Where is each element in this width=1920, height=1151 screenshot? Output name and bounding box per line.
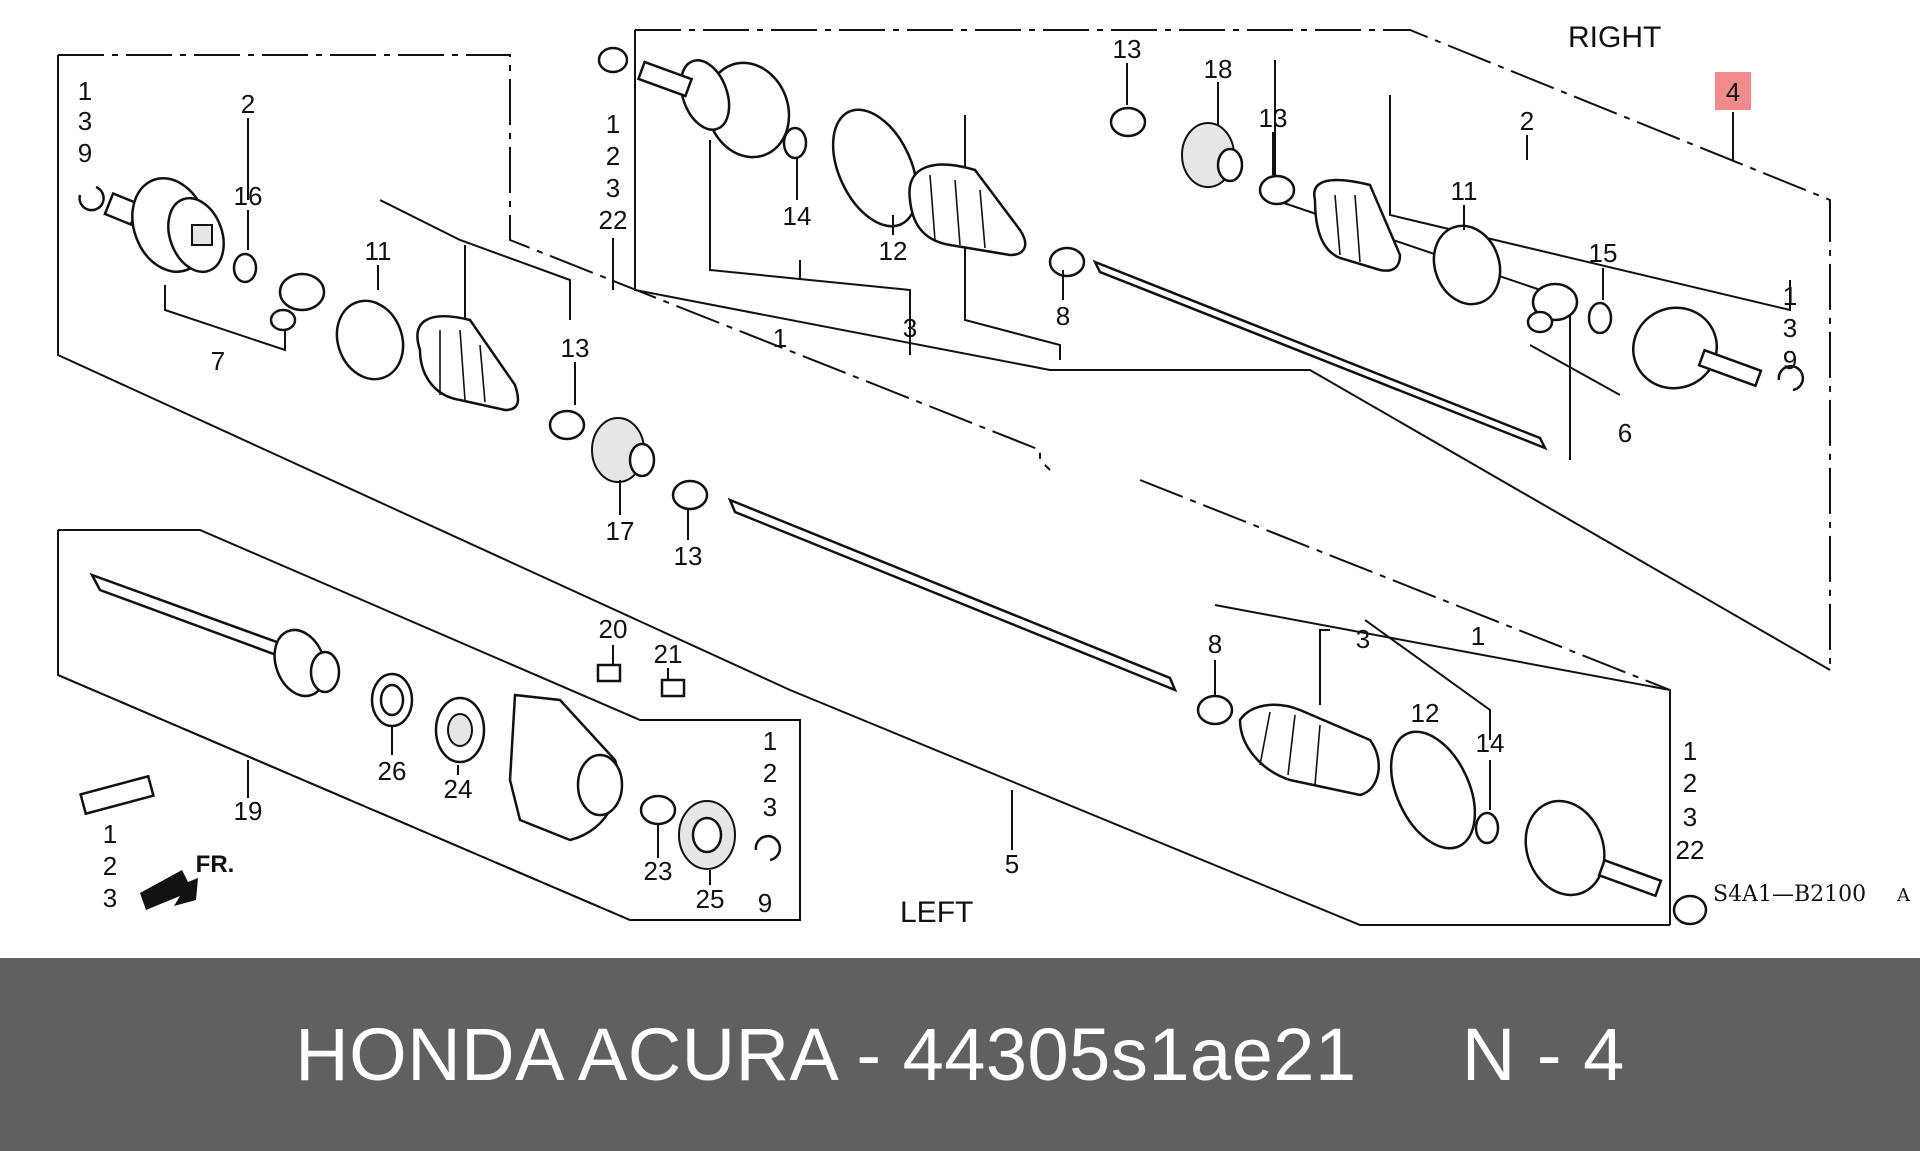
callout-left-13b: 13	[674, 541, 703, 571]
side-label-left: LEFT	[900, 896, 973, 929]
leader-lines	[247, 63, 1734, 885]
callout-top-stack-2: 2	[606, 141, 620, 171]
callout-left-17: 17	[606, 516, 635, 546]
callout-lower-12: 12	[1411, 698, 1440, 728]
shafts	[89, 259, 1548, 698]
clips-and-rings	[78, 106, 1805, 862]
callout-lower-stack-4: 22	[1676, 835, 1705, 865]
callout-bottom-24: 24	[444, 774, 473, 804]
callout-lower-14: 14	[1476, 728, 1505, 758]
callout-top-14: 14	[783, 201, 812, 231]
callout-bottom-21: 21	[654, 639, 683, 669]
callout-lower-stack-3: 3	[1683, 802, 1697, 832]
callout-left-2: 2	[241, 89, 255, 119]
dynamic-dampers	[591, 122, 1244, 483]
callout-top-stack-3: 3	[606, 173, 620, 203]
parts	[78, 46, 1805, 926]
callout-top-12: 12	[879, 236, 908, 266]
callout-bottom-23: 23	[644, 856, 673, 886]
callout-bottom-26: 26	[378, 756, 407, 786]
callout-top-3: 3	[903, 313, 917, 343]
callout-right-15: 15	[1589, 238, 1618, 268]
callout-lower-stack-1: 1	[1683, 736, 1697, 766]
callout-top-1: 1	[773, 323, 787, 353]
tripod-joints	[269, 272, 1579, 334]
side-label-right: RIGHT	[1568, 21, 1661, 54]
highlight-box	[1715, 72, 1751, 110]
callout-bottom-stack-3: 3	[763, 792, 777, 822]
boots	[416, 163, 1402, 797]
caption-bar: HONDA ACURA - 44305s1ae21 N - 4	[0, 958, 1920, 1151]
callout-lower-3: 3	[1356, 624, 1370, 654]
callout-right-13b: 13	[1259, 103, 1288, 133]
callout-bottom-19: 19	[234, 796, 263, 826]
left-outer-cv-joint	[103, 176, 225, 274]
callout-left-stack-1: 1	[78, 76, 92, 106]
callout-right-stack-2: 3	[1783, 313, 1797, 343]
part-caption: HONDA ACURA - 44305s1ae21 N - 4	[295, 1013, 1625, 1096]
boot-bands	[335, 108, 1502, 850]
callout-left-stack-2: 3	[78, 106, 92, 136]
callout-right-11: 11	[1451, 176, 1478, 206]
callout-left-13a: 13	[561, 333, 590, 363]
diagram-ref-suffix: A	[1896, 885, 1911, 906]
callout-lower-8: 8	[1208, 629, 1222, 659]
callout-right-4: 4	[1726, 77, 1740, 107]
callout-bottom-25: 25	[696, 884, 725, 914]
callout-left-7: 7	[211, 346, 225, 376]
callout-bottom-stack-1: 1	[763, 726, 777, 756]
callout-lower-stack-2: 2	[1683, 768, 1697, 798]
callout-top-stack-1: 1	[606, 109, 620, 139]
callout-right-13a: 13	[1113, 34, 1142, 64]
front-direction-mark: FR.	[196, 851, 235, 878]
callout-top-stack-4: 22	[599, 205, 628, 235]
assembly-frames	[57, 29, 1831, 926]
callout-labels: 1 3 9 2 16 7 11 13 17 13 1 2 3 22 14 12 …	[78, 34, 1797, 918]
callout-top-8: 8	[1056, 301, 1070, 331]
callout-lower-1: 1	[1471, 621, 1485, 651]
driveshaft-parts-diagram: 1 3 9 2 16 7 11 13 17 13 1 2 3 22 14 12 …	[57, 21, 1911, 929]
callout-right-18: 18	[1204, 54, 1233, 84]
callout-bottom-stack-4: 9	[758, 888, 772, 918]
callout-right-6: 6	[1618, 418, 1632, 448]
callout-grease-1: 1	[103, 819, 117, 849]
callout-grease-3: 3	[103, 883, 117, 913]
callout-bottom-20: 20	[599, 614, 628, 644]
inner-joint-housings	[597, 46, 1763, 926]
hub-bearing-parts	[79, 663, 736, 910]
diagram-ref-code: S4A1—B2100	[1713, 882, 1866, 907]
callout-right-stack-1: 1	[1783, 281, 1797, 311]
callout-left-11: 11	[365, 236, 392, 266]
callout-bottom-stack-2: 2	[763, 758, 777, 788]
callout-grease-2: 2	[103, 851, 117, 881]
callout-right-stack-3: 9	[1783, 345, 1797, 375]
callout-left-stack-3: 9	[78, 138, 92, 168]
callout-right-2: 2	[1520, 106, 1534, 136]
callout-mid-5: 5	[1005, 849, 1019, 879]
